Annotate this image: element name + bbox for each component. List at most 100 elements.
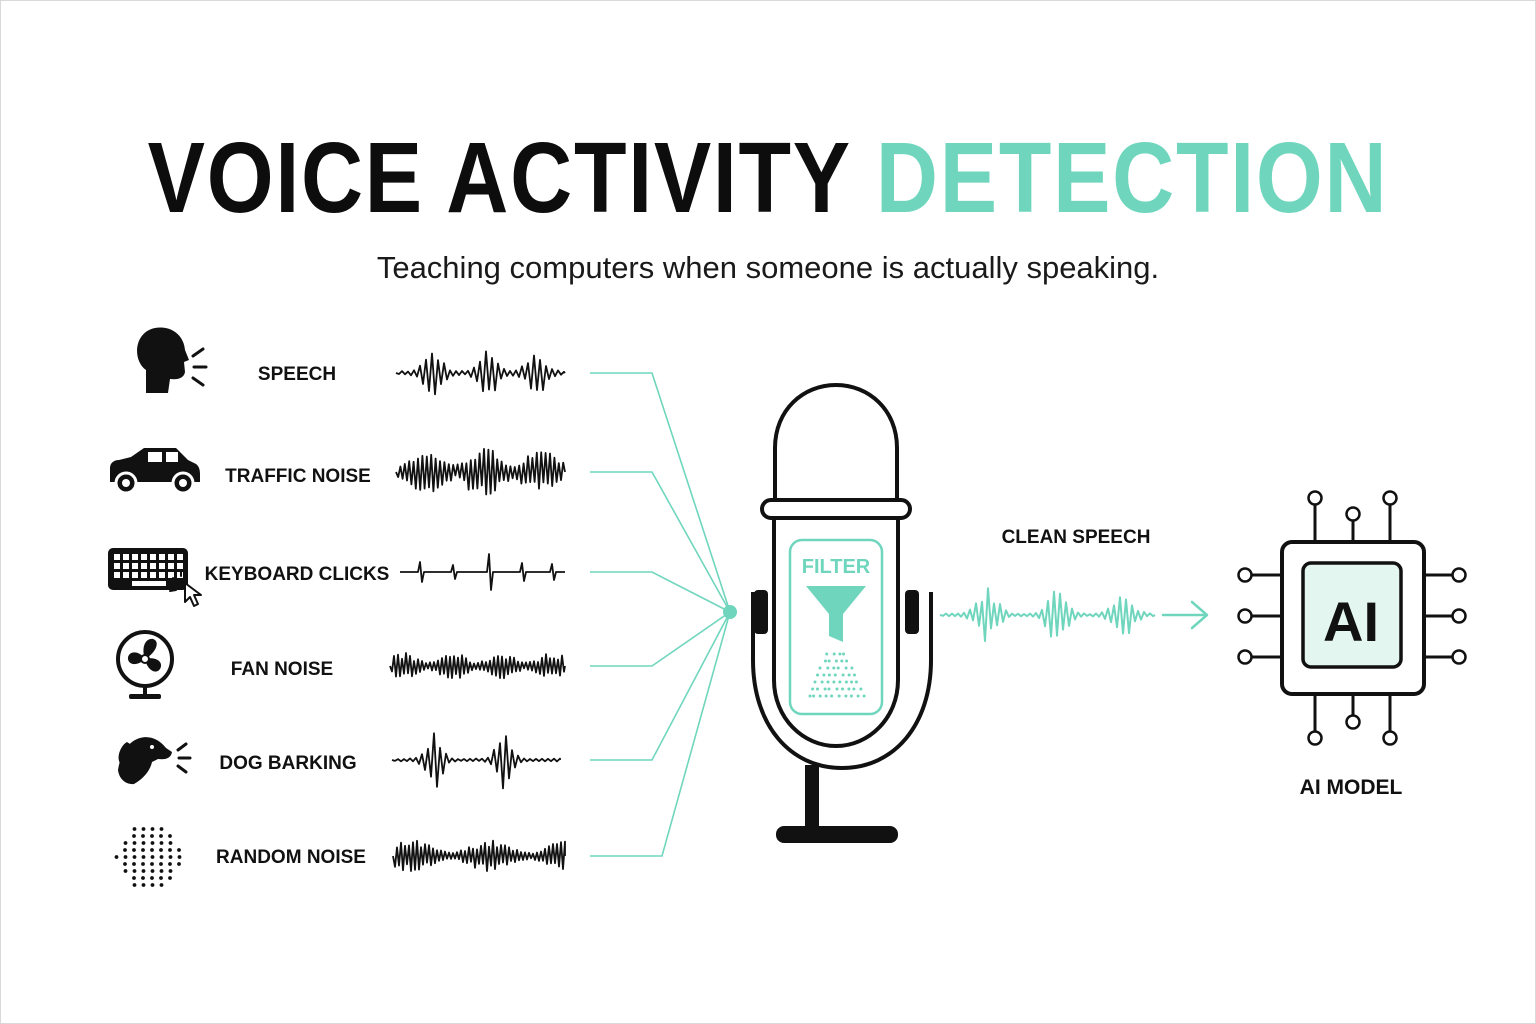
ai-chip-icon [1237, 490, 1467, 746]
particle-dot [832, 680, 836, 684]
title-main: VOICE ACTIVITY [147, 122, 851, 234]
noise-dot [141, 841, 146, 845]
keyboard-key [123, 563, 129, 569]
particle-dot [826, 666, 830, 670]
noise-dot [132, 876, 136, 880]
particle-dot [832, 666, 836, 670]
particle-dot [847, 673, 851, 677]
particle-dot [820, 680, 824, 684]
waveform-fan-noise [389, 652, 566, 680]
page-subtitle: Teaching computers when someone is actua… [376, 250, 1160, 285]
noise-dots-icon [114, 827, 182, 887]
source-label-speech: SPEECH [258, 364, 336, 385]
noise-dot [114, 855, 119, 859]
funnel-icon [806, 586, 866, 642]
noise-dot [150, 876, 154, 880]
noise-dot [150, 883, 155, 887]
noise-dot [159, 855, 164, 859]
noise-dot [141, 855, 146, 859]
noise-dot [132, 883, 137, 887]
noise-dot [150, 827, 155, 831]
keyboard-key [168, 554, 174, 560]
keyboard-key [114, 563, 120, 569]
noise-dot [132, 848, 136, 852]
particle-dot [849, 694, 853, 698]
particle-dot [818, 666, 822, 670]
noise-dot [159, 862, 163, 866]
particle-dot [808, 694, 812, 698]
page-title: VOICE ACTIVITY DETECTION [108, 128, 1429, 228]
particle-dot [854, 680, 858, 684]
keyboard-key [168, 572, 174, 578]
particle-dot [838, 680, 842, 684]
particle-dot [826, 680, 830, 684]
waveform-random-noise [392, 839, 566, 872]
keyboard-key [132, 563, 138, 569]
noise-dot [168, 876, 172, 880]
noise-dot [150, 862, 154, 866]
fan-icon [116, 630, 174, 699]
noise-dot [168, 869, 173, 873]
particle-dot [844, 680, 848, 684]
waveform-clean-speech [939, 587, 1156, 642]
particle-dot [811, 687, 815, 691]
particle-dot [824, 694, 828, 698]
waveform-keyboard-clicks [400, 553, 565, 591]
particle-dot [859, 687, 863, 691]
keyboard-key [150, 563, 156, 569]
noise-dot [141, 848, 145, 852]
particle-dot [827, 687, 831, 691]
noise-dot [150, 834, 154, 838]
noise-dot [141, 827, 146, 831]
keyboard-key [132, 554, 138, 560]
particle-dot [862, 694, 866, 698]
noise-dot [168, 855, 173, 859]
particle-dot [850, 666, 854, 670]
car-icon [110, 448, 200, 495]
particle-dot [832, 652, 836, 656]
noise-dot [159, 848, 163, 852]
particle-dot [827, 659, 831, 663]
noise-dot [123, 855, 128, 859]
particle-dot [840, 659, 844, 663]
clean-speech-label: CLEAN SPEECH [1002, 527, 1151, 548]
particle-dot [845, 659, 849, 663]
noise-dot [168, 862, 172, 866]
particle-dot [813, 680, 817, 684]
particle-dot [834, 659, 838, 663]
speaking-head-icon [137, 327, 208, 393]
filtered-particles [808, 652, 866, 698]
particle-dot [824, 659, 827, 663]
particle-dot [812, 694, 816, 698]
keyboard-key [141, 554, 147, 560]
keyboard-key [168, 563, 174, 569]
noise-dot [177, 862, 181, 866]
particle-dot [841, 673, 845, 677]
filter-label: FILTER [802, 556, 871, 578]
keyboard-key [123, 554, 129, 560]
ai-chip-text: AI [1323, 590, 1379, 653]
noise-dot [159, 827, 164, 831]
arrow-right-icon [1161, 600, 1209, 630]
noise-dot [150, 841, 155, 845]
particle-dot [838, 652, 842, 656]
noise-dot [132, 869, 137, 873]
keyboard-key [141, 563, 147, 569]
noise-dot [150, 848, 154, 852]
keyboard-key [159, 554, 165, 560]
keyboard-spacebar [132, 581, 166, 586]
noise-dot [132, 834, 136, 838]
noise-dot [159, 834, 163, 838]
noise-dot [177, 848, 181, 852]
keyboard-key [159, 572, 165, 578]
noise-dot [123, 869, 128, 873]
particle-dot [856, 694, 860, 698]
noise-dot [150, 869, 155, 873]
connector-lines [590, 372, 731, 857]
particle-dot [844, 694, 848, 698]
keyboard-key [132, 572, 138, 578]
keyboard-key [114, 572, 120, 578]
particle-dot [836, 666, 840, 670]
particle-dot [835, 687, 839, 691]
